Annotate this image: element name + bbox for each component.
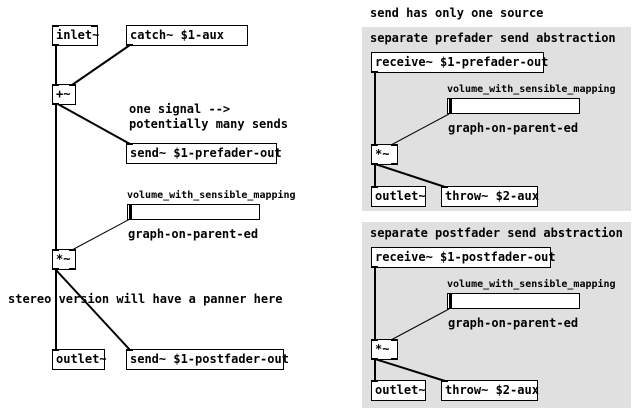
prefader-multiply-object[interactable]: *~	[371, 144, 398, 165]
postfader-multiply-object[interactable]: *~	[371, 339, 398, 360]
volume-slider[interactable]	[127, 204, 260, 220]
postfader-volume-slider-knob[interactable]	[449, 294, 452, 308]
comment-panner: stereo version will have a panner here	[8, 292, 283, 306]
outlet-object[interactable]: outlet~	[52, 349, 107, 370]
prefader-slider-label: volume_with_sensible_mapping	[447, 84, 616, 95]
cord-pre-slider-to-multiply	[390, 113, 450, 146]
postfader-title: separate postfader send abstraction	[370, 226, 623, 240]
add-object[interactable]: +~	[52, 84, 76, 105]
inlet-object[interactable]: inlet~	[52, 25, 99, 46]
prefader-throw-object[interactable]: throw~ $2-aux	[441, 186, 539, 207]
prefader-volume-slider[interactable]	[447, 98, 580, 114]
cord-pre-multiply-to-throw	[374, 163, 446, 188]
gop-label: graph-on-parent-ed	[128, 227, 259, 241]
postfader-slider-label: volume_with_sensible_mapping	[447, 279, 616, 290]
cord-slider-to-multiply	[71, 218, 131, 251]
prefader-title: separate prefader send abstraction	[370, 31, 616, 45]
prefader-volume-slider-knob[interactable]	[449, 99, 452, 113]
prefader-gop-label: graph-on-parent-ed	[448, 121, 579, 135]
postfader-outlet-object[interactable]: outlet~	[371, 380, 426, 401]
postfader-volume-slider[interactable]	[447, 293, 580, 309]
slider-label: volume_with_sensible_mapping	[127, 190, 296, 201]
catch-object[interactable]: catch~ $1-aux	[126, 25, 248, 46]
comment-one-signal: one signal -->	[129, 102, 231, 116]
cord-multiply-to-send-postfader	[55, 269, 131, 351]
multiply-object[interactable]: *~	[52, 249, 76, 270]
cord-catch-to-add	[71, 44, 131, 86]
header-one-source: send has only one source	[370, 6, 544, 20]
send-postfader-object[interactable]: send~ $1-postfader-out	[126, 349, 289, 370]
cord-add-to-send-prefader	[55, 102, 131, 145]
cord-post-multiply-to-throw	[374, 358, 446, 382]
cord-post-slider-to-multiply	[390, 308, 450, 341]
comment-many-sends: potentially many sends	[129, 117, 288, 131]
postfader-throw-object[interactable]: throw~ $2-aux	[441, 380, 539, 401]
postfader-receive-object[interactable]: receive~ $1-postfader-out	[371, 247, 556, 268]
prefader-receive-object[interactable]: receive~ $1-prefader-out	[371, 52, 548, 73]
postfader-gop-label: graph-on-parent-ed	[448, 316, 579, 330]
prefader-outlet-object[interactable]: outlet~	[371, 186, 426, 207]
volume-slider-knob[interactable]	[129, 205, 132, 219]
send-prefader-object[interactable]: send~ $1-prefader-out	[126, 143, 282, 164]
